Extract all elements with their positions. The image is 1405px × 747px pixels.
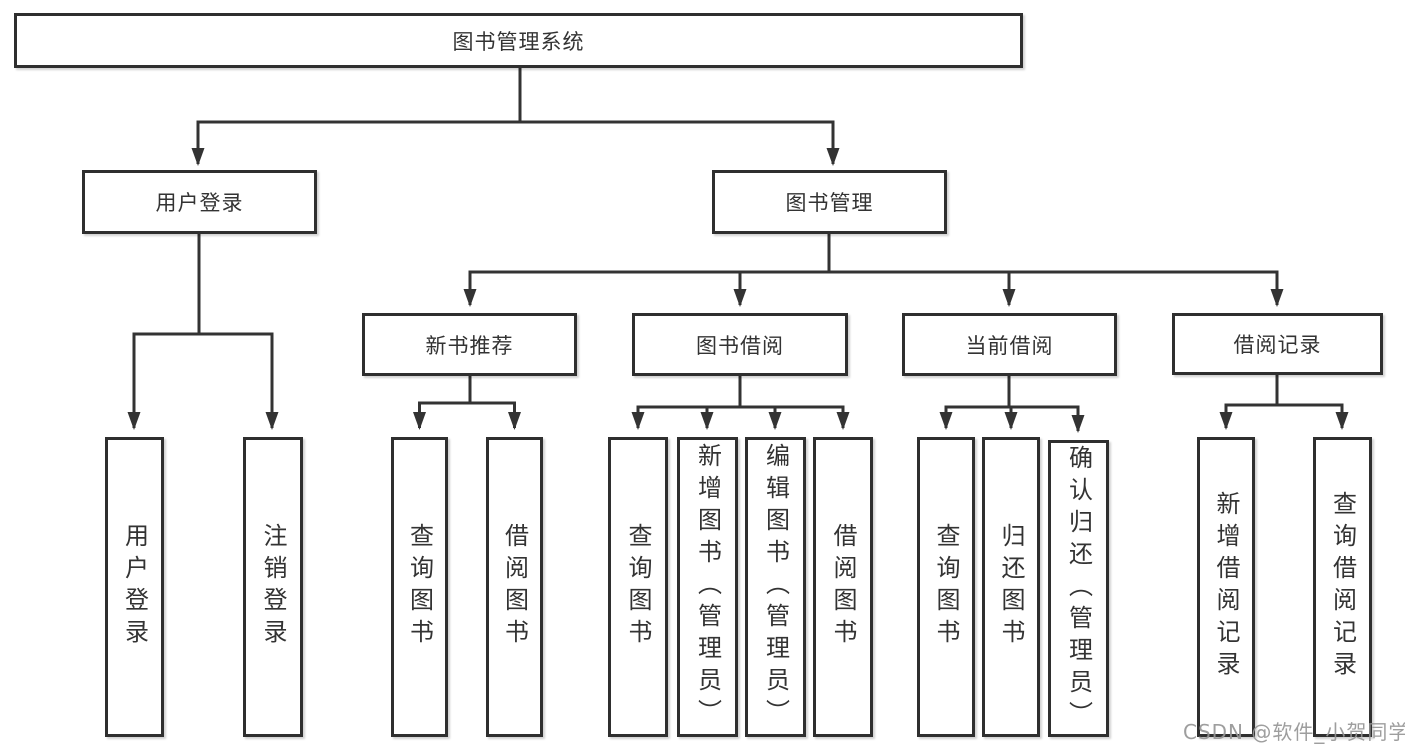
leaf-logout: 注销登录 [243, 437, 303, 737]
leaf-add-books-admin: 新增图书（管理员） [677, 437, 738, 737]
leaf-confirm-return-admin: 确认归还（管理员） [1048, 440, 1109, 737]
leaf-add-books-admin-label: 新增图书（管理员） [693, 443, 722, 731]
node-current-borrowing: 当前借阅 [902, 313, 1117, 376]
leaf-query-books-current-label: 查询图书 [932, 523, 960, 651]
leaf-logout-label: 注销登录 [259, 523, 287, 651]
leaf-add-borrow-record: 新增借阅记录 [1197, 437, 1255, 737]
leaf-return-books-label: 归还图书 [997, 523, 1025, 651]
node-book-borrowing: 图书借阅 [632, 313, 848, 376]
csdn-watermark: CSDN @软件_小贺同学 [1183, 720, 1405, 744]
node-book-management: 图书管理 [712, 170, 947, 234]
node-root-label: 图书管理系统 [452, 29, 585, 54]
leaf-query-books-borrowing: 查询图书 [608, 437, 668, 737]
leaf-borrow-books-recommend-label: 借阅图书 [500, 523, 529, 651]
leaf-borrow-books-recommend: 借阅图书 [486, 437, 543, 737]
leaf-query-books-current: 查询图书 [917, 437, 975, 737]
leaf-confirm-return-admin-label: 确认归还（管理员） [1064, 444, 1093, 733]
leaf-query-borrow-record-label: 查询借阅记录 [1328, 491, 1357, 683]
leaf-query-books-recommend: 查询图书 [391, 437, 448, 737]
leaf-user-login-label: 用户登录 [120, 523, 149, 651]
leaf-return-books: 归还图书 [982, 437, 1040, 737]
node-borrow-records: 借阅记录 [1172, 313, 1383, 375]
leaf-borrow-books-label: 借阅图书 [829, 523, 857, 651]
leaf-edit-books-admin: 编辑图书（管理员） [745, 437, 806, 737]
leaf-user-login: 用户登录 [105, 437, 164, 737]
leaf-add-borrow-record-label: 新增借阅记录 [1212, 491, 1240, 683]
leaf-query-books-recommend-label: 查询图书 [405, 523, 434, 651]
leaf-borrow-books: 借阅图书 [813, 437, 873, 737]
node-user-login-label: 用户登录 [155, 191, 244, 215]
node-book-borrowing-label: 图书借阅 [696, 333, 784, 358]
node-book-management-label: 图书管理 [785, 191, 874, 215]
node-root-system: 图书管理系统 [14, 13, 1023, 68]
node-borrow-records-label: 借阅记录 [1233, 333, 1322, 357]
node-current-borrowing-label: 当前借阅 [965, 333, 1054, 358]
node-new-book-recommend-label: 新书推荐 [425, 333, 514, 358]
node-new-book-recommend: 新书推荐 [362, 313, 577, 376]
node-user-login: 用户登录 [82, 170, 317, 234]
leaf-edit-books-admin-label: 编辑图书（管理员） [761, 443, 790, 731]
leaf-query-books-borrowing-label: 查询图书 [624, 523, 652, 651]
leaf-query-borrow-record: 查询借阅记录 [1313, 437, 1372, 737]
